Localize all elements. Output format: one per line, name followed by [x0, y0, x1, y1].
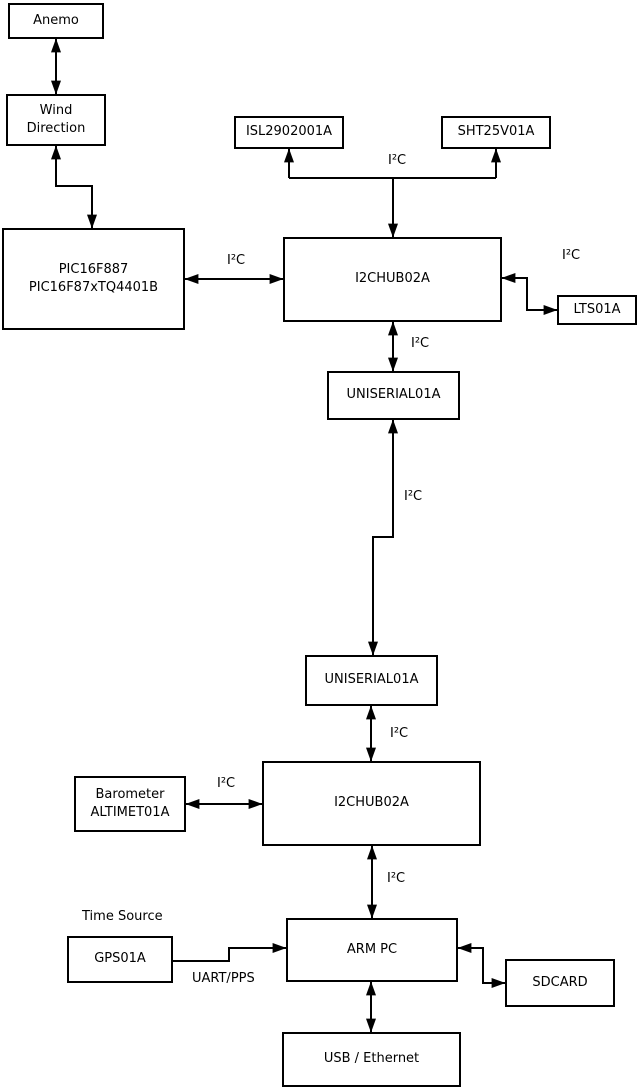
edge-label-i2c-sensor-branch: I²C — [388, 153, 407, 168]
edge-label-i2c-hub-uniserial-top: I²C — [411, 336, 430, 351]
node-gps01a: GPS01A — [67, 936, 173, 983]
edge-label-i2c-hub-lts: I²C — [562, 248, 581, 263]
node-uniserial01a-top-label: UNISERIAL01A — [346, 387, 441, 403]
node-sht25v01a-label: SHT25V01A — [457, 124, 535, 140]
node-sdcard: SDCARD — [505, 959, 615, 1007]
edge-gps-armpc — [173, 943, 287, 962]
edge-label-i2c-uniserial-link: I²C — [404, 489, 423, 504]
node-wind-direction-line2: Direction — [26, 121, 86, 136]
node-pic16f887: PIC16F887 PIC16F87xTQ4401B — [2, 228, 185, 330]
node-anemo: Anemo — [8, 3, 104, 39]
node-pic16f887-line1: PIC16F887 — [58, 261, 129, 277]
edge-uniserial-top-uniserial-bottom — [368, 419, 398, 656]
edge-label-i2c-hub-armpc: I²C — [387, 871, 406, 886]
edge-armpc-sdcard — [457, 943, 506, 988]
node-barometer-line2: ALTIMET01A — [90, 805, 170, 820]
edge-label-i2c-uniserial-hub-bottom: I²C — [390, 726, 409, 741]
node-gps01a-label: GPS01A — [94, 951, 146, 967]
node-usb-ethernet: USB / Ethernet — [282, 1032, 461, 1087]
node-i2chub02a-bottom-label: I2CHUB02A — [334, 795, 409, 811]
node-arm-pc-label: ARM PC — [346, 941, 398, 957]
edge-i2chub-top-lts — [501, 273, 558, 315]
edge-label-i2c-barometer-hub: I²C — [217, 776, 236, 791]
node-i2chub02a-bottom: I2CHUB02A — [262, 761, 481, 846]
node-sdcard-label: SDCARD — [532, 974, 588, 990]
annotation-time-source: Time Source — [82, 909, 163, 924]
node-pic16f887-line2: PIC16F87xTQ4401B — [28, 280, 159, 295]
node-sht25v01a: SHT25V01A — [441, 116, 551, 149]
edge-winddirection-pic — [51, 145, 97, 229]
edge-label-uart-pps: UART/PPS — [192, 971, 255, 986]
node-arm-pc: ARM PC — [286, 918, 458, 982]
node-lts01a-label: LTS01A — [573, 301, 621, 317]
node-lts01a: LTS01A — [557, 295, 637, 325]
node-isl2902001a-label: ISL2902001A — [245, 124, 333, 140]
node-anemo-label: Anemo — [33, 12, 79, 28]
edge-label-i2c-pic-hub: I²C — [227, 253, 246, 268]
node-i2chub02a-top-label: I2CHUB02A — [355, 271, 430, 287]
node-i2chub02a-top: I2CHUB02A — [283, 237, 502, 322]
node-isl2902001a: ISL2902001A — [234, 116, 344, 149]
node-uniserial01a-bottom: UNISERIAL01A — [305, 655, 438, 706]
node-uniserial01a-top: UNISERIAL01A — [327, 371, 460, 420]
node-barometer-line1: Barometer — [95, 786, 165, 802]
node-uniserial01a-bottom-label: UNISERIAL01A — [324, 672, 419, 688]
node-barometer-altimet01a: Barometer ALTIMET01A — [74, 776, 186, 832]
node-wind-direction: Wind Direction — [6, 94, 106, 146]
node-usb-ethernet-label: USB / Ethernet — [323, 1051, 420, 1067]
node-wind-direction-line1: Wind — [39, 102, 73, 118]
